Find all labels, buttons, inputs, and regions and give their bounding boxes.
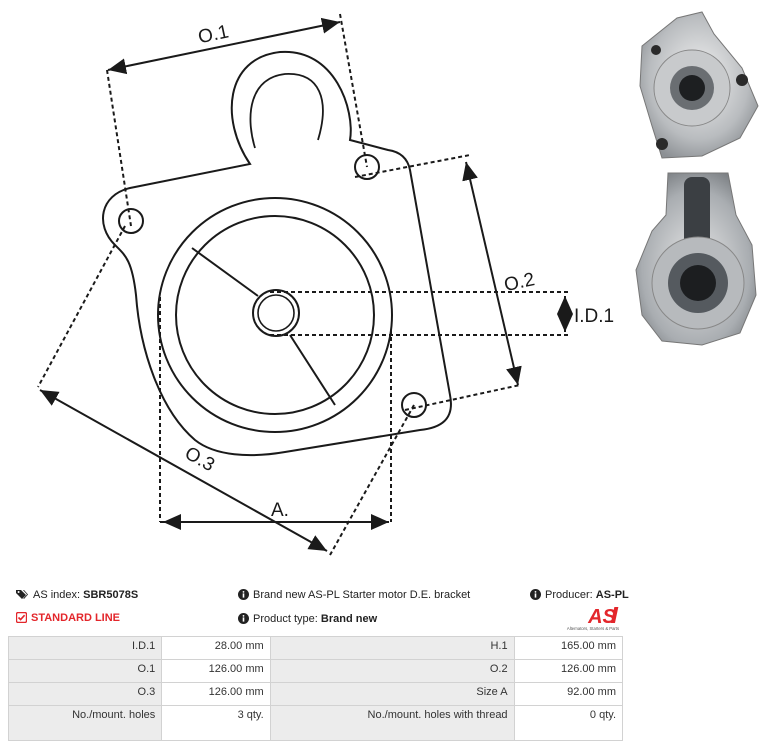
product-type-label: Product type: [253, 613, 318, 625]
tags-icon [16, 589, 29, 604]
spec-label: O.1 [7, 659, 163, 683]
spec-value: 165.00 mm [513, 636, 624, 660]
table-row: No./mount. holes 3 qty. No./mount. holes… [7, 705, 624, 741]
spec-value: 126.00 mm [161, 659, 271, 683]
description-row: Brand new AS-PL Starter motor D.E. brack… [238, 588, 470, 604]
standard-line-label: STANDARD LINE [31, 612, 121, 624]
label-o3: O.3 [181, 443, 218, 476]
mount-hole-left [118, 208, 144, 234]
product-type-row: Product type: Brand new [238, 612, 377, 628]
as-index-label: AS index: [33, 589, 81, 601]
bracket-dimension-drawing: O.1 O.2 O.3 I.D.1 A. [37, 13, 614, 556]
bracket-photo-front [632, 6, 760, 166]
lug-loop [249, 73, 324, 149]
info-icon [530, 589, 541, 604]
producer-label: Producer: [545, 589, 593, 601]
svg-text:Alternators, Starters & Parts: Alternators, Starters & Parts [567, 626, 619, 631]
o2-dimension-line [462, 161, 522, 386]
label-o1: O.1 [196, 21, 230, 48]
as-index-row: AS index: SBR5078S [16, 588, 138, 604]
flange-outline [102, 50, 452, 457]
o1-dimension-line [107, 17, 341, 75]
spec-label: O.2 [269, 659, 515, 683]
bracket-photo-back [632, 165, 760, 347]
table-row: I.D.1 28.00 mm H.1 165.00 mm [7, 636, 624, 660]
as-index-value: SBR5078S [83, 589, 139, 601]
description-text: Brand new AS-PL Starter motor D.E. brack… [253, 589, 471, 601]
specifications-table: I.D.1 28.00 mm H.1 165.00 mm O.1 126.00 … [7, 636, 624, 741]
outer-ring [157, 197, 393, 433]
spec-value: 0 qty. [513, 705, 624, 741]
spec-label: No./mount. holes with thread [269, 705, 515, 741]
label-id1: I.D.1 [574, 306, 614, 327]
svg-text:AS: AS [587, 606, 616, 628]
spec-label: No./mount. holes [7, 705, 163, 741]
sector-cut [191, 247, 336, 406]
spec-label: Size A [269, 682, 515, 706]
spec-value: 3 qty. [161, 705, 271, 741]
checkbox-icon [15, 611, 28, 627]
table-row: O.1 126.00 mm O.2 126.00 mm [7, 659, 624, 683]
table-row: O.3 126.00 mm Size A 92.00 mm [7, 682, 624, 706]
inner-ring [175, 215, 375, 415]
spec-value: 92.00 mm [513, 682, 624, 706]
product-type-value: Brand new [320, 613, 378, 625]
spec-value: 28.00 mm [161, 636, 271, 660]
label-a: A. [271, 500, 289, 521]
producer-value: AS-PL [595, 589, 629, 601]
spec-value: 126.00 mm [161, 682, 271, 706]
standard-line-row: STANDARD LINE [15, 611, 121, 627]
bore [252, 289, 300, 337]
spec-label: H.1 [269, 636, 515, 660]
info-icon [238, 613, 249, 628]
mount-hole-top [354, 154, 380, 180]
spec-label: O.3 [7, 682, 163, 706]
spec-label: I.D.1 [7, 636, 163, 660]
producer-row: Producer: AS-PL [530, 588, 629, 604]
spec-value: 126.00 mm [513, 659, 624, 683]
info-icon [238, 589, 249, 604]
as-pl-logo: AS Alternators, Starters & Parts [567, 606, 619, 631]
